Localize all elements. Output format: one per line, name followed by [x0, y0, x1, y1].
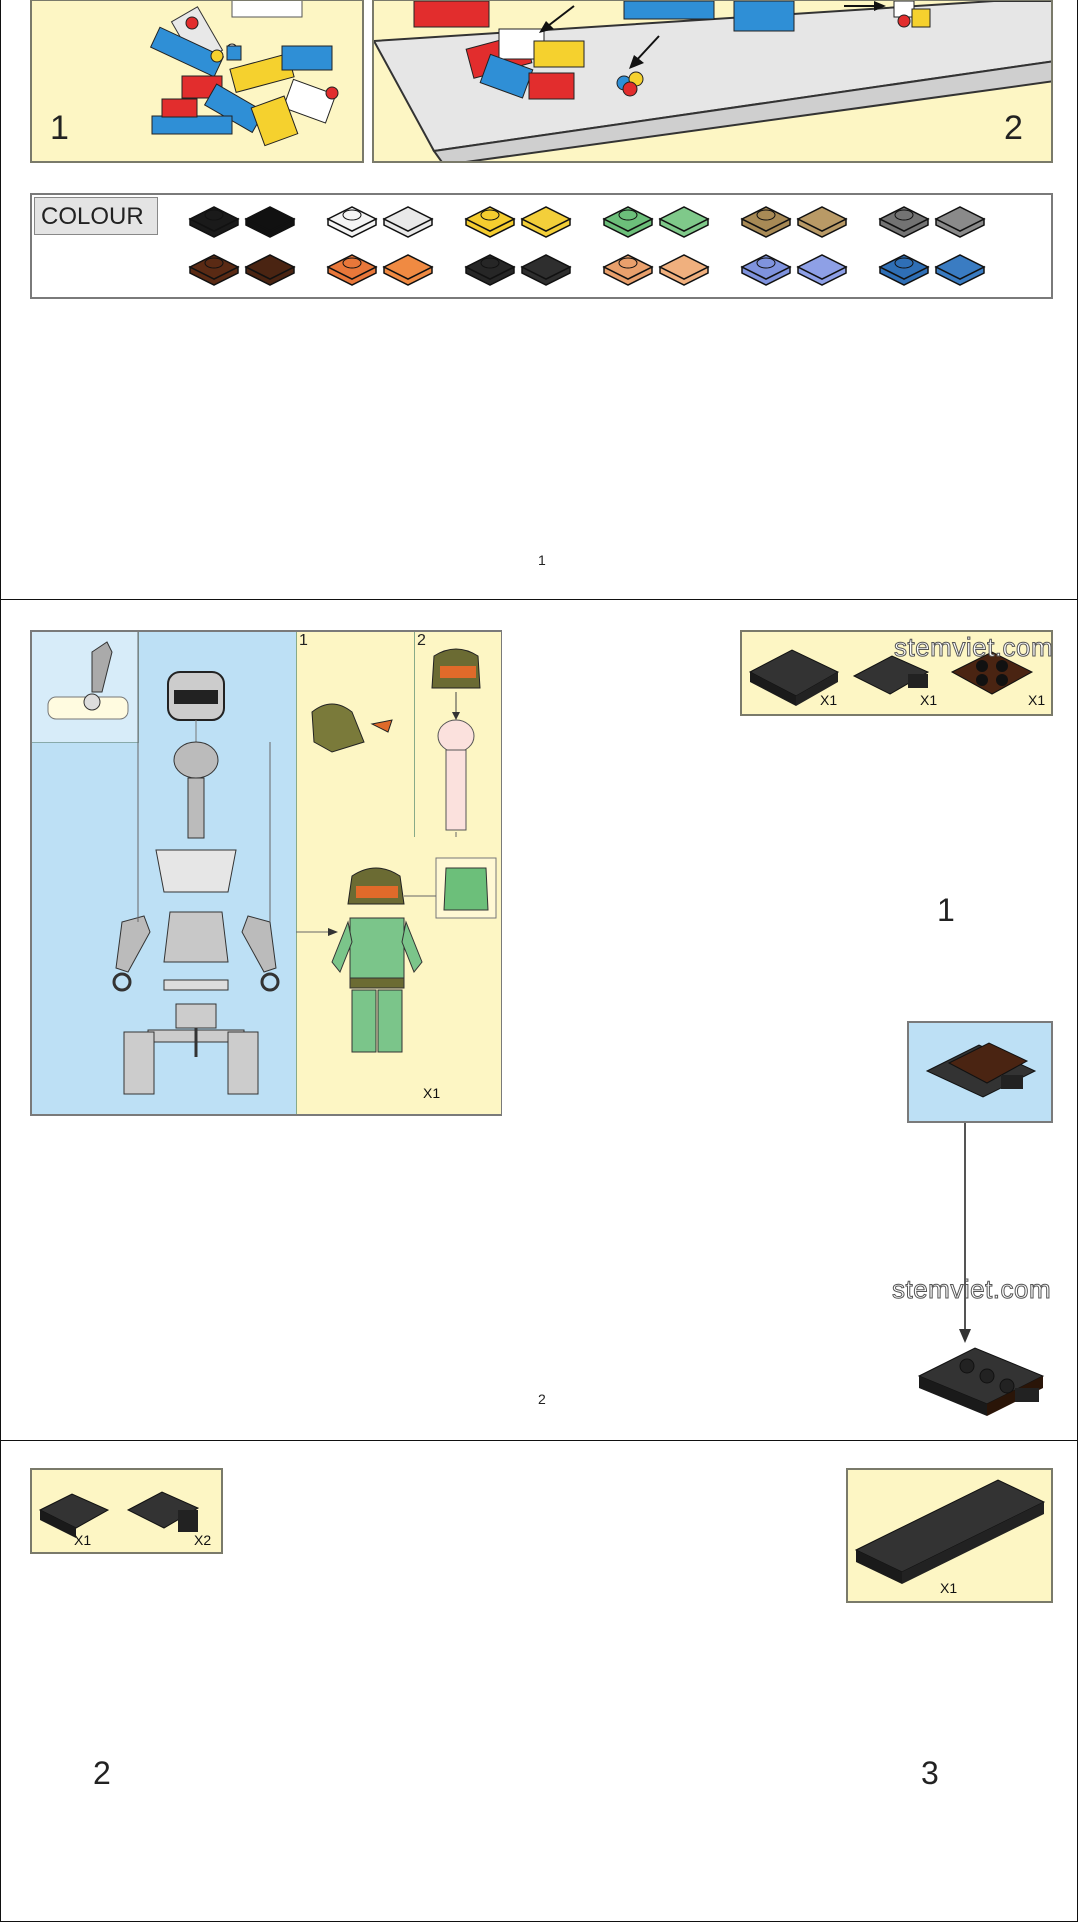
- part-qty-2: X1: [920, 692, 938, 708]
- colour-swatch: [796, 254, 848, 286]
- part-qty-1: X1: [820, 692, 838, 708]
- colour-swatch: [520, 254, 572, 286]
- colour-swatch: [244, 254, 296, 286]
- colour-label: COLOUR: [34, 197, 158, 235]
- subassembly-illustration: [925, 1042, 1037, 1098]
- colour-swatch: [326, 254, 378, 286]
- subassembly-callout: [907, 1021, 1053, 1123]
- colour-swatches: [188, 206, 986, 286]
- colour-swatch: [382, 206, 434, 238]
- watermark-bottom: stemviet.com: [891, 1274, 1052, 1305]
- subpanel-2-number: 2: [417, 632, 426, 649]
- page-number-2: 2: [538, 1391, 546, 1407]
- colour-swatch: [520, 206, 572, 238]
- table-sorting-illustration: [374, 1, 1051, 161]
- instruction-page-2: 1 2 X1: [0, 599, 1078, 1441]
- colour-swatch: [244, 206, 296, 238]
- part-qty-2-1: X1: [74, 1532, 92, 1548]
- subpanel-1-number: 1: [299, 632, 308, 649]
- colour-swatch: [188, 206, 240, 238]
- assembly-arrow: [959, 1123, 971, 1343]
- intro-panel-2: 2: [372, 0, 1053, 163]
- parts-step-2-illustration: [38, 1491, 200, 1538]
- minifig-quantity: X1: [423, 1085, 441, 1101]
- parts-list-step-3: X1: [846, 1468, 1053, 1603]
- colour-swatch: [326, 206, 378, 238]
- intro-panel-1: 1: [30, 0, 364, 163]
- colour-swatch: [740, 254, 792, 286]
- colour-swatch: [382, 254, 434, 286]
- parts-step-3-illustration: [854, 1479, 1046, 1584]
- assembled-plate-illustration: [917, 1347, 1045, 1416]
- minifig-assembly-inset: 1 2 X1: [30, 630, 502, 1116]
- colour-swatch: [602, 206, 654, 238]
- colour-swatch: [602, 254, 654, 286]
- colour-chart: COLOUR: [30, 193, 1053, 299]
- page-number-1: 1: [538, 552, 546, 568]
- colour-swatch: [658, 206, 710, 238]
- parts-list-step-2: X1 X2: [30, 1468, 223, 1554]
- colour-swatch: [188, 254, 240, 286]
- colour-swatch: [934, 254, 986, 286]
- panel-2-number: 2: [1004, 109, 1023, 147]
- parts-list-step-1: X1 X1 X1: [740, 630, 1053, 716]
- colour-swatch: [796, 206, 848, 238]
- watermark-top: stemviet.com: [893, 632, 1054, 663]
- part-qty-3: X1: [1028, 692, 1046, 708]
- colour-swatch: [878, 206, 930, 238]
- part-qty-2-2: X2: [194, 1532, 212, 1548]
- parts-step-1-illustration: [748, 649, 1034, 706]
- step-1-number: 1: [937, 892, 955, 928]
- colour-swatch: [464, 206, 516, 238]
- colour-swatch: [740, 206, 792, 238]
- minifig-parts-illustration: [47, 632, 497, 1095]
- colour-swatch: [878, 254, 930, 286]
- instruction-page-1: 1 2 COLO: [0, 0, 1078, 600]
- colour-swatch: [464, 254, 516, 286]
- accessory-subpanel: [32, 632, 139, 743]
- brick-pile-illustration: [149, 1, 339, 147]
- step-3-number: 3: [921, 1755, 939, 1791]
- colour-swatch: [934, 206, 986, 238]
- panel-1-number: 1: [50, 109, 69, 147]
- colour-swatch: [658, 254, 710, 286]
- instruction-page-3: X1 X2 X1 2 3: [0, 1440, 1078, 1922]
- plate-quantity: X1: [940, 1580, 958, 1596]
- step-2-number: 2: [93, 1755, 111, 1791]
